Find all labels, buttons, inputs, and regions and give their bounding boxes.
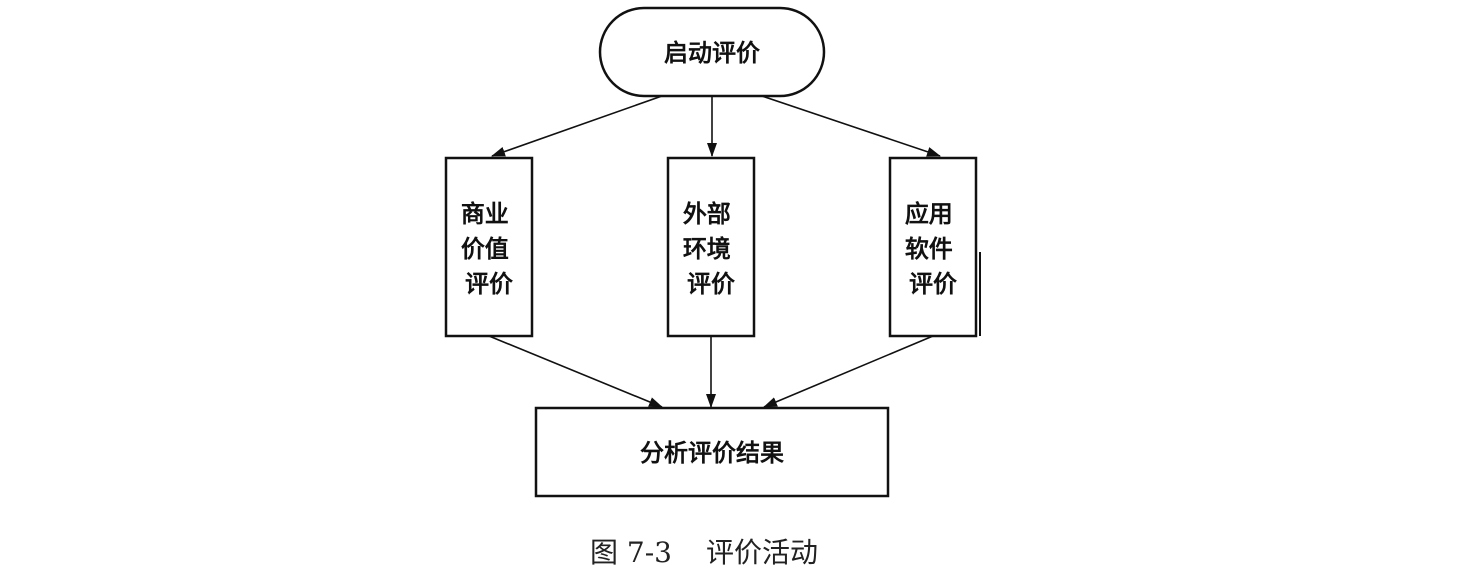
branch-node-application-software: 应用 软件 评价 bbox=[888, 156, 981, 338]
branch-line: 环境 bbox=[683, 235, 731, 263]
branch-line: 应用 bbox=[905, 200, 953, 228]
branch-node-business-value: 商业 价值 评价 bbox=[444, 156, 534, 338]
result-node-shape bbox=[534, 406, 890, 498]
figure-caption: 图 7-3 评价活动 bbox=[590, 536, 818, 569]
arrow-start-to-application bbox=[761, 95, 941, 157]
branch-node-label: 商业 价值 评价 bbox=[461, 200, 517, 298]
arrow-start-to-business bbox=[491, 95, 663, 157]
branch-node-label: 外部 环境 评价 bbox=[683, 200, 739, 298]
branch-line: 评价 bbox=[909, 270, 958, 298]
result-node-label: 分析评价结果 bbox=[640, 439, 784, 467]
start-node-label: 启动评价 bbox=[664, 39, 761, 67]
branch-node-shape bbox=[444, 156, 534, 338]
branch-node-shape bbox=[888, 156, 978, 338]
arrow-business-to-result bbox=[488, 335, 663, 408]
start-node: 启动评价 bbox=[598, 6, 826, 98]
branch-line: 价值 bbox=[461, 235, 509, 263]
branch-line: 评价 bbox=[687, 270, 736, 298]
branch-line: 商业 bbox=[461, 200, 509, 228]
branch-node-label: 应用 软件 评价 bbox=[905, 200, 961, 298]
branch-line: 评价 bbox=[465, 270, 514, 298]
branch-node-external-environment: 外部 环境 评价 bbox=[666, 156, 756, 338]
figure-title: 评价活动 bbox=[706, 536, 818, 569]
result-node: 分析评价结果 bbox=[534, 406, 890, 498]
branch-line: 外部 bbox=[683, 200, 731, 228]
branch-line: 软件 bbox=[905, 235, 953, 263]
arrow-application-to-result bbox=[763, 335, 934, 408]
figure-number: 图 7-3 bbox=[590, 536, 672, 569]
